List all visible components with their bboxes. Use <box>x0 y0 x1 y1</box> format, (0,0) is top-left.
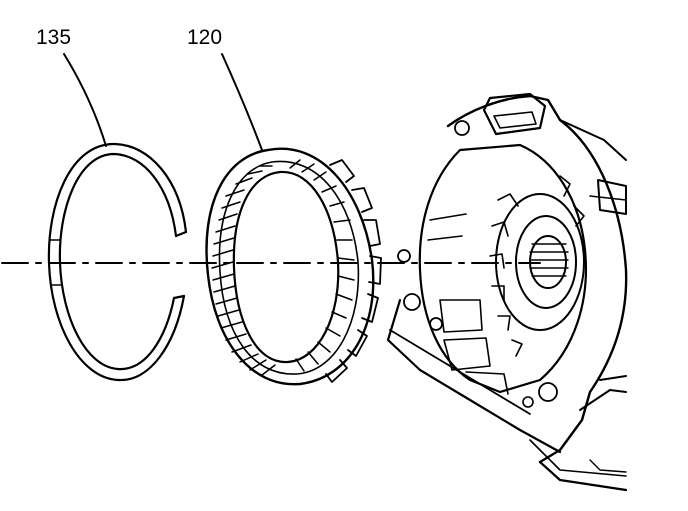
leader-line-135 <box>63 53 107 147</box>
callout-120: 120 <box>187 26 223 49</box>
snap-ring-135 <box>47 142 188 382</box>
ring-gear-120 <box>205 147 382 386</box>
callout-135: 135 <box>36 26 72 49</box>
transmission-case <box>386 92 628 492</box>
leader-line-120 <box>221 53 263 151</box>
